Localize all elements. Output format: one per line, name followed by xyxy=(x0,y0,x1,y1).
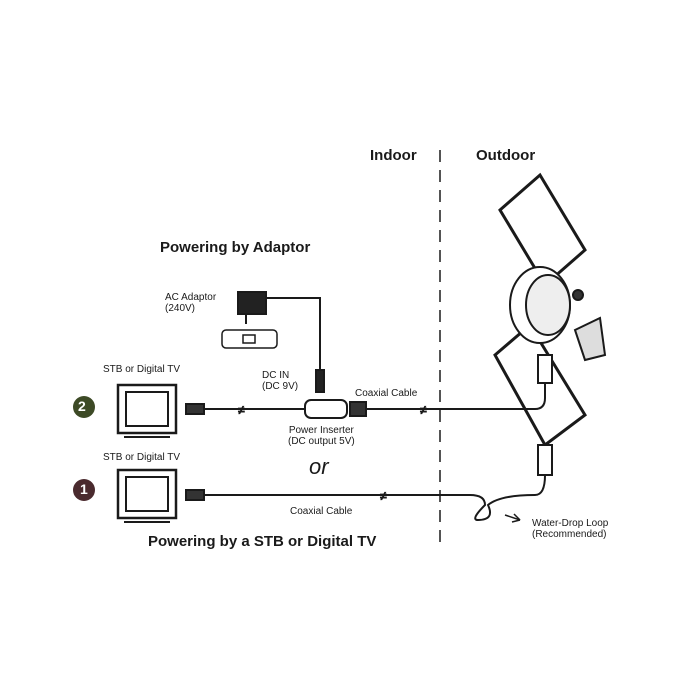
step-1-badge xyxy=(73,479,95,501)
step-1-number: 1 xyxy=(80,481,88,497)
water-drop-loop-label: Water-Drop Loop(Recommended) xyxy=(532,518,608,540)
device-label: STB or Digital TV xyxy=(103,452,181,463)
svg-text:≠: ≠ xyxy=(420,403,427,417)
stb-section-title: Powering by a STB or Digital TV xyxy=(148,533,377,550)
power-inserter-label: Power Inserter(DC output 5V) xyxy=(288,425,355,447)
power-inserter-icon xyxy=(304,399,348,419)
svg-text:≠: ≠ xyxy=(380,489,387,503)
outdoor-label: Outdoor xyxy=(476,147,536,164)
step-2-number: 2 xyxy=(78,398,86,414)
device-label: STB or Digital TV xyxy=(103,364,181,375)
tv-icon xyxy=(116,383,178,438)
antenna-icon xyxy=(493,172,607,476)
water-drop-note: (Recommended) xyxy=(532,529,607,540)
step-2-badge xyxy=(73,396,95,418)
power-inserter-output: (DC output 5V) xyxy=(288,436,355,447)
svg-text:≠: ≠ xyxy=(238,403,245,417)
or-separator: or xyxy=(309,454,329,479)
power-inserter-name: Power Inserter xyxy=(288,425,354,436)
ac-adaptor-voltage: (240V) xyxy=(165,303,196,314)
coax-label: Coaxial Cable xyxy=(355,388,418,399)
dc-in-name: DC IN xyxy=(262,370,290,381)
tv-icon xyxy=(116,468,178,523)
water-drop-name: Water-Drop Loop xyxy=(532,518,609,529)
dc-in-label: DC IN(DC 9V) xyxy=(262,370,298,392)
dc-in-voltage: (DC 9V) xyxy=(262,381,299,392)
coax-label: Coaxial Cable xyxy=(290,506,353,517)
ac-adaptor-label: AC Adaptor(240V) xyxy=(165,292,216,314)
indoor-label: Indoor xyxy=(370,147,417,164)
ac-adaptor-icon xyxy=(221,291,325,393)
adaptor-section-title: Powering by Adaptor xyxy=(160,239,311,256)
ac-adaptor-name: AC Adaptor xyxy=(165,292,217,303)
